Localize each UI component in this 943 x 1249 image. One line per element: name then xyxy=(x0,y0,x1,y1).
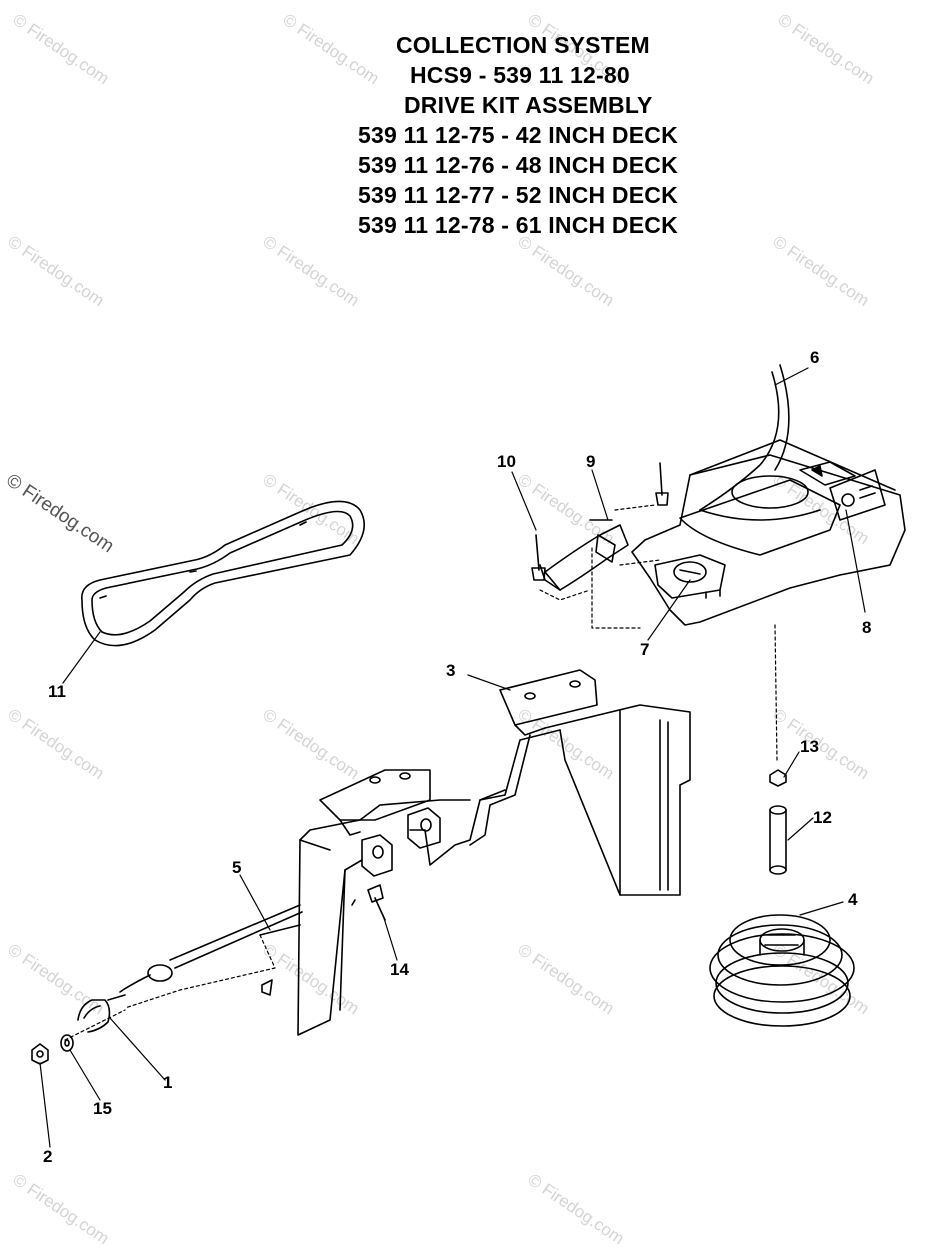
callout-3: 3 xyxy=(446,661,455,680)
assembly-lines xyxy=(64,934,276,1041)
washer-part xyxy=(60,1034,74,1052)
title-line: HCS9 - 539 11 12-80 xyxy=(410,62,630,88)
belt-part xyxy=(81,500,366,647)
belt-cover-part xyxy=(631,364,906,626)
title-line: 539 11 12-78 - 61 INCH DECK xyxy=(358,212,678,238)
callout-2: 2 xyxy=(43,1147,52,1166)
spacer-nut-part xyxy=(769,769,787,787)
callout-4: 4 xyxy=(848,890,858,909)
spacer-part xyxy=(769,805,787,875)
callout-10: 10 xyxy=(497,452,516,471)
title-line: 539 11 12-77 - 52 INCH DECK xyxy=(358,182,678,208)
pin-part xyxy=(531,462,669,581)
parts-diagram: 6 9 10 8 7 11 3 13 12 4 5 14 1 15 2 xyxy=(31,348,906,1166)
bracket-part xyxy=(261,669,691,1036)
title-line: DRIVE KIT ASSEMBLY xyxy=(404,92,653,118)
callout-7: 7 xyxy=(640,640,649,659)
rod-part xyxy=(77,904,303,1033)
callout-14: 14 xyxy=(390,960,409,979)
assembly-lines xyxy=(539,504,778,761)
title-line: 539 11 12-76 - 48 INCH DECK xyxy=(358,152,678,178)
nut-part xyxy=(31,1043,49,1065)
bolt-part xyxy=(351,884,386,921)
callout-8: 8 xyxy=(862,618,871,637)
callout-labels: 6 9 10 8 7 11 3 13 12 4 5 14 1 15 2 xyxy=(43,348,871,1166)
callout-9: 9 xyxy=(586,452,595,471)
callout-1: 1 xyxy=(163,1073,172,1092)
pulley-part xyxy=(709,914,855,1027)
title-line: 539 11 12-75 - 42 INCH DECK xyxy=(358,122,678,148)
callout-5: 5 xyxy=(232,858,241,877)
leader-lines xyxy=(39,367,866,1148)
decal-part xyxy=(654,554,726,599)
callout-15: 15 xyxy=(93,1099,112,1118)
title-line: COLLECTION SYSTEM xyxy=(396,32,650,58)
callout-12: 12 xyxy=(813,808,832,827)
callout-6: 6 xyxy=(810,348,819,367)
callout-13: 13 xyxy=(800,737,819,756)
callout-11: 11 xyxy=(48,682,66,701)
clip-part xyxy=(539,519,629,591)
